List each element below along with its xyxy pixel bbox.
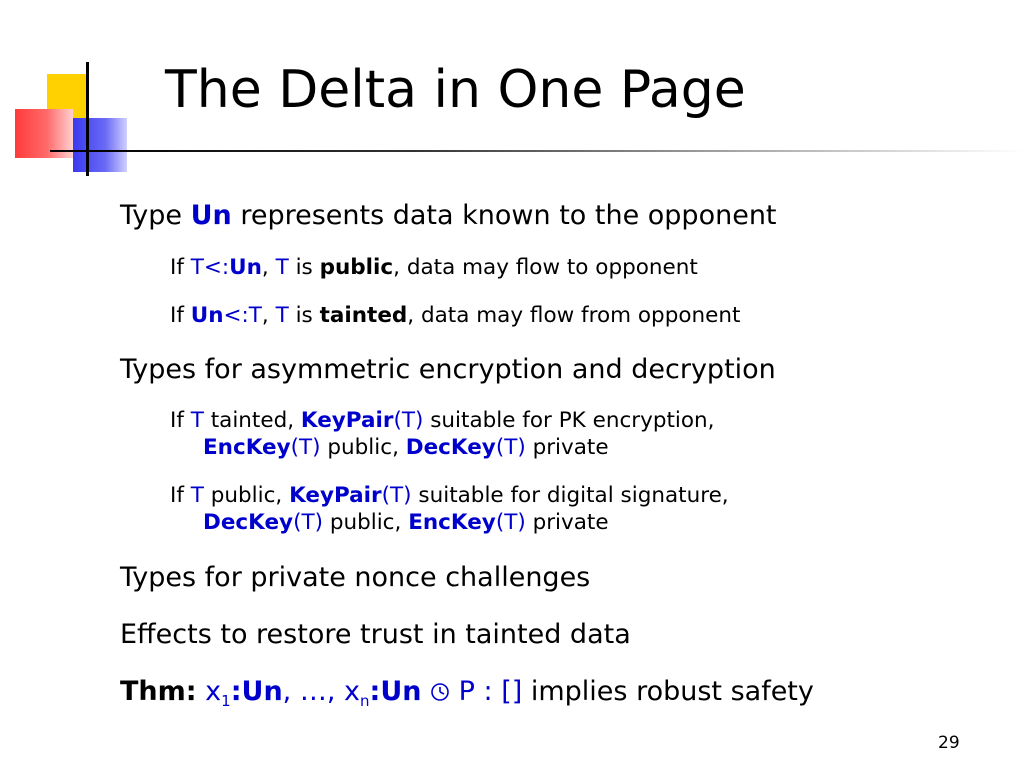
deckey-keyword: DecKey [203, 510, 294, 535]
type-arg: (T) [293, 510, 323, 535]
text: , [261, 303, 276, 328]
sub-bullet-public: If T<:Un, T is public, data may flow to … [170, 254, 698, 281]
sub-bullet-tainted: If Un<:T, T is tainted, data may flow fr… [170, 302, 740, 329]
type-arg: (T) [381, 483, 412, 508]
var-x: x [344, 676, 360, 707]
un-keyword: Un [241, 676, 283, 707]
keypair-keyword: KeyPair [300, 408, 394, 433]
text: public, [320, 435, 406, 460]
type-t: T [275, 303, 289, 328]
slide-logo [0, 0, 140, 180]
sub-bullet-continuation: EncKey(T) public, DecKey(T) private [170, 434, 715, 461]
text: If [170, 408, 191, 433]
bullet-asymmetric: Types for asymmetric encryption and decr… [120, 354, 776, 385]
keypair-keyword: KeyPair [289, 483, 382, 508]
un-keyword: Un [190, 200, 232, 231]
text: public, [203, 483, 290, 508]
subtype-symbol: <: [223, 303, 249, 328]
bullet-theorem: Thm: x1:Un, …, xn:Un P : [] implies robu… [120, 676, 814, 717]
text: suitable for PK encryption, [423, 408, 715, 433]
colon: : [230, 676, 242, 707]
logo-blue-square [73, 118, 127, 172]
slide-title: The Delta in One Page [165, 60, 746, 120]
text: If [170, 255, 191, 280]
bullet-un-type: Type Un represents data known to the opp… [120, 200, 777, 232]
enckey-keyword: EncKey [408, 510, 496, 535]
deckey-keyword: DecKey [405, 435, 496, 460]
text: implies robust safety [522, 676, 814, 707]
type-t: T [190, 255, 204, 280]
text: , data may flow to opponent [393, 255, 698, 280]
var-x: x [205, 676, 222, 707]
bullet-text: Type [120, 200, 191, 231]
un-keyword: Un [380, 676, 422, 707]
text: private [525, 435, 609, 460]
type-arg: (T) [393, 408, 424, 433]
logo-vertical-line [86, 62, 89, 176]
subscript-n: n [360, 692, 370, 710]
bullet-text: represents data known to the opponent [231, 200, 777, 231]
text: is [288, 303, 320, 328]
text: , data may flow from opponent [407, 303, 741, 328]
un-keyword: Un [190, 303, 224, 328]
sub-bullet-digital-signature: If T public, KeyPair(T) suitable for dig… [170, 482, 729, 536]
logo-red-square [15, 109, 73, 158]
text: is [288, 255, 320, 280]
title-rule [88, 150, 1024, 152]
clock-icon [430, 678, 450, 701]
text: public, [322, 510, 409, 535]
page-number: 29 [938, 733, 960, 753]
type-t: T [190, 408, 204, 433]
type-t: T [275, 255, 289, 280]
enckey-keyword: EncKey [203, 435, 291, 460]
text: If [170, 303, 191, 328]
thm-label: Thm: [120, 676, 197, 707]
subscript-1: 1 [221, 692, 231, 710]
type-t: T [190, 483, 204, 508]
text: tainted, [203, 408, 301, 433]
tainted-word: tainted [319, 303, 408, 328]
type-arg: (T) [290, 435, 321, 460]
text: , [261, 255, 276, 280]
ellipsis: , …, [282, 676, 345, 707]
type-arg: (T) [495, 510, 526, 535]
colon: : [369, 676, 381, 707]
text: private [525, 510, 609, 535]
process-judgment: P : [] [450, 676, 523, 707]
subtype-symbol: <: [203, 255, 230, 280]
public-word: public [319, 255, 394, 280]
text: If [170, 483, 191, 508]
un-keyword: Un [229, 255, 262, 280]
type-arg: (T) [495, 435, 526, 460]
bullet-effects: Effects to restore trust in tainted data [120, 619, 631, 650]
sub-bullet-continuation: DecKey(T) public, EncKey(T) private [170, 509, 729, 536]
type-t: T [248, 303, 262, 328]
sub-bullet-pk-encryption: If T tainted, KeyPair(T) suitable for PK… [170, 407, 715, 461]
text: suitable for digital signature, [411, 483, 729, 508]
bullet-nonce: Types for private nonce challenges [120, 562, 591, 593]
